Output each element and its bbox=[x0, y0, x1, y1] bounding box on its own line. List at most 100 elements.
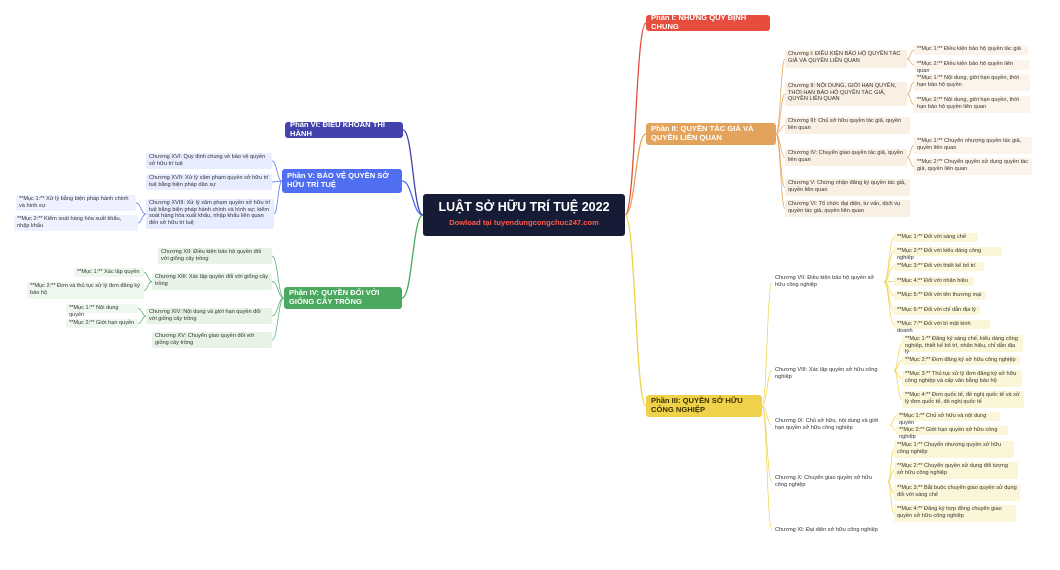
link-p5c1 bbox=[271, 180, 283, 183]
link-p3c0i1 bbox=[883, 251, 895, 283]
link-p2c3i1 bbox=[906, 157, 915, 167]
root-subtitle: Dowload tại tuyendungcongchuc247.com bbox=[449, 218, 599, 227]
link-p5c0 bbox=[271, 160, 283, 182]
root-node[interactable]: LUẬT SỞ HỮU TRÍ TUỆ 2022 Dowload tại tuy… bbox=[423, 194, 625, 236]
part-3-ch9-item-2[interactable]: **Mục 2:** Giới hạn quyền sở hữu công ng… bbox=[896, 426, 1008, 440]
part-4-node[interactable]: Phần IV: QUYỀN ĐỐI VỚI GIỐNG CÂY TRỒNG bbox=[284, 287, 402, 309]
part-2-node[interactable]: Phần II: QUYỀN TÁC GIẢ VÀ QUYỀN LIÊN QUA… bbox=[646, 123, 776, 145]
link-p4c1i1 bbox=[143, 281, 153, 291]
link-p3c0i3 bbox=[883, 281, 895, 283]
part-2-chapter-5[interactable]: Chương V: Chứng nhận đăng ký quyền tác g… bbox=[785, 179, 910, 196]
part-2-chapter-1[interactable]: Chương I: ĐIỀU KIỆN BẢO HỘ QUYỀN TÁC GIẢ… bbox=[785, 50, 907, 68]
link-p3c0i4 bbox=[883, 281, 895, 296]
link-p4c0 bbox=[271, 255, 285, 299]
part-2-chapter-2[interactable]: Chương II: NỘI DUNG, GIỚI HẠN QUYỀN, THỜ… bbox=[785, 82, 907, 106]
link-p4c1 bbox=[271, 281, 285, 299]
part-4-chapter-14[interactable]: Chương XIV: Nội dung và giới hạn quyền đ… bbox=[146, 308, 272, 324]
link-p3c1i2 bbox=[893, 370, 903, 379]
center-link-p6 bbox=[402, 129, 424, 216]
part-5-chapter-16[interactable]: Chương XVI: Quy định chung về bảo vệ quy… bbox=[146, 153, 272, 169]
link-p2c0 bbox=[775, 58, 786, 135]
part-3-chapter-8[interactable]: Chương VIII: Xác lập quyền sở hữu công n… bbox=[775, 367, 878, 380]
part-5-node[interactable]: Phần V: BẢO VỆ QUYỀN SỞ HỮU TRÍ TUỆ bbox=[282, 169, 402, 193]
part-3-ch8-item-2[interactable]: **Mục 2:** Đơn đăng ký sở hữu công nghiệ… bbox=[902, 356, 1020, 365]
part-3-ch10-item-4[interactable]: **Mục 4:** Đăng ký hợp đồng chuyển giao … bbox=[894, 505, 1016, 522]
part-3-ch7-item-3[interactable]: **Mục 3:** Đối với thiết kế bố trí bbox=[894, 262, 984, 271]
center-link-p4 bbox=[401, 214, 424, 299]
link-p3c1i3 bbox=[893, 370, 903, 400]
part-3-ch7-item-6[interactable]: **Mục 6:** Đối với chỉ dẫn địa lý bbox=[894, 306, 980, 315]
part-3-node[interactable]: Phần III: QUYỀN SỞ HỮU CÔNG NGHIỆP bbox=[646, 395, 762, 417]
link-p3c2 bbox=[761, 405, 773, 426]
link-p3c1i0 bbox=[893, 343, 903, 371]
part-2-ch2-item-2[interactable]: **Mục 2:** Nội dung, giới hạn quyền, thờ… bbox=[914, 96, 1030, 113]
center-link-p3 bbox=[624, 214, 647, 407]
part-3-ch8-item-1[interactable]: **Mục 1:** Đăng ký sáng chế, kiểu dáng c… bbox=[902, 335, 1023, 355]
part-2-ch1-item-2[interactable]: **Mục 2:** Điều kiện bảo hộ quyền liên q… bbox=[914, 60, 1030, 74]
link-p5c2 bbox=[273, 180, 283, 215]
part-4-ch13-item-1[interactable]: **Mục 1:** Xác lập quyền bbox=[74, 268, 144, 277]
part-3-ch7-item-5[interactable]: **Mục 5:** Đối với tên thương mại bbox=[894, 291, 986, 300]
part-4-ch14-item-2[interactable]: **Mục 2:** Giới hạn quyền bbox=[66, 319, 138, 328]
center-link-p5 bbox=[401, 180, 424, 216]
link-p2c4 bbox=[775, 133, 786, 188]
part-3-ch7-item-1[interactable]: **Mục 1:** Đối với sáng chế bbox=[894, 233, 978, 242]
link-p3c1 bbox=[761, 370, 773, 407]
part-3-ch8-item-3[interactable]: **Mục 3:** Thủ tục xử lý đơn đăng ký sở … bbox=[902, 370, 1022, 387]
part-5-chapter-17[interactable]: Chương XVII: Xử lý xâm phạm quyền sở hữu… bbox=[146, 174, 272, 190]
part-3-ch10-item-1[interactable]: **Mục 1:** Chuyển nhượng quyền sở hữu cô… bbox=[894, 441, 1014, 458]
part-2-chapter-6[interactable]: Chương VI: Tổ chức đại diện, tư vấn, dịc… bbox=[785, 200, 910, 217]
link-p2c1i1 bbox=[906, 93, 915, 105]
link-p4c3 bbox=[271, 297, 285, 341]
part-3-ch9-item-1[interactable]: **Mục 1:** Chủ sở hữu và nội dung quyền bbox=[896, 412, 1000, 426]
part-3-chapter-9[interactable]: Chương IX: Chủ sở hữu, nội dung và giới … bbox=[775, 418, 879, 431]
link-p2c5 bbox=[775, 133, 786, 209]
link-p2c0i1 bbox=[906, 58, 915, 66]
part-1-node[interactable]: Phần I: NHỮNG QUY ĐỊNH CHUNG bbox=[646, 14, 770, 31]
link-p4c2 bbox=[271, 297, 285, 317]
part-6-node[interactable]: Phần VI: ĐIỀU KHOẢN THI HÀNH bbox=[285, 121, 403, 138]
part-3-ch10-item-2[interactable]: **Mục 2:** Chuyển quyền sử dụng đối tượn… bbox=[894, 462, 1018, 479]
part-3-ch7-item-4[interactable]: **Mục 4:** Đối với nhãn hiệu bbox=[894, 277, 974, 286]
part-5-ch18-item-1[interactable]: **Mục 1:** Xử lý bằng biện pháp hành chí… bbox=[16, 195, 136, 211]
part-3-chapter-7[interactable]: Chương VII: Điều kiện bảo hộ quyền sở hữ… bbox=[775, 275, 875, 288]
part-3-chapter-10[interactable]: Chương X: Chuyển giao quyền sở hữu công … bbox=[775, 475, 872, 488]
link-p3c4 bbox=[761, 405, 773, 531]
part-2-chapter-4[interactable]: Chương IV: Chuyển giao quyền tác giả, qu… bbox=[785, 149, 907, 166]
part-3-chapter-11[interactable]: Chương XI: Đại diện sở hữu công nghiệp bbox=[775, 527, 878, 533]
link-p3c0i6 bbox=[883, 281, 895, 325]
link-p5c2i0 bbox=[135, 202, 147, 215]
link-p3c1i1 bbox=[893, 360, 903, 371]
part-5-ch18-item-2[interactable]: **Mục 2:** Kiểm soát hàng hóa xuất khẩu,… bbox=[14, 215, 138, 231]
part-4-chapter-12[interactable]: Chương XII: Điều kiện bảo hộ quyền đối v… bbox=[158, 248, 272, 264]
link-p3c0i0 bbox=[883, 237, 895, 283]
part-3-ch10-item-3[interactable]: **Mục 3:** Bắt buộc chuyển giao quyền sử… bbox=[894, 484, 1020, 501]
part-4-ch14-item-1[interactable]: **Mục 1:** Nội dung quyền bbox=[66, 304, 138, 318]
part-2-chapter-3[interactable]: Chương III: Chủ sở hữu quyền tác giả, qu… bbox=[785, 117, 910, 134]
link-p4c1i0 bbox=[143, 272, 153, 282]
center-link-p2 bbox=[624, 133, 647, 216]
part-2-ch1-item-1[interactable]: **Mục 1:** Điều kiện bảo hộ quyền tác gi… bbox=[914, 45, 1028, 55]
part-4-chapter-13[interactable]: Chương XIII: Xác lập quyền đối với giống… bbox=[152, 273, 272, 290]
part-2-ch4-item-1[interactable]: **Mục 1:** Chuyển nhượng quyền tác giả, … bbox=[914, 137, 1032, 154]
part-2-ch2-item-1[interactable]: **Mục 1:** Nội dung, giới hạn quyền, thờ… bbox=[914, 74, 1030, 91]
part-5-chapter-18[interactable]: Chương XVIII: Xử lý xâm phạm quyền sở hữ… bbox=[146, 199, 274, 229]
root-title: LUẬT SỞ HỮU TRÍ TUỆ 2022 bbox=[438, 200, 610, 214]
link-p2c0i0 bbox=[906, 49, 915, 60]
part-3-ch7-item-7[interactable]: **Mục 7:** Đối với bí mật kinh doanh bbox=[894, 320, 990, 334]
link-p4c2i1 bbox=[137, 315, 147, 324]
part-2-ch4-item-2[interactable]: **Mục 2:** Chuyển quyền sử dụng quyền tá… bbox=[914, 158, 1032, 175]
center-link-p1 bbox=[624, 22, 647, 216]
link-p2c1i0 bbox=[906, 82, 915, 95]
link-p3c0i2 bbox=[883, 266, 895, 283]
part-3-ch8-item-4[interactable]: **Mục 4:** Đơn quốc tế, đề nghị quốc tế … bbox=[902, 391, 1024, 408]
part-3-ch7-item-2[interactable]: **Mục 2:** Đối với kiểu dáng công nghiệp bbox=[894, 247, 1002, 261]
link-p2c2 bbox=[775, 125, 786, 135]
link-p3c0 bbox=[761, 281, 773, 407]
link-p4c2i0 bbox=[137, 308, 147, 317]
part-4-ch13-item-2[interactable]: **Mục 2:** Đơn và thủ tục xử lý đơn đăng… bbox=[27, 282, 144, 299]
link-p5c2i1 bbox=[137, 213, 147, 224]
link-p2c3i0 bbox=[906, 145, 915, 158]
part-4-chapter-15[interactable]: Chương XV: Chuyển giao quyền đối với giố… bbox=[152, 332, 272, 348]
